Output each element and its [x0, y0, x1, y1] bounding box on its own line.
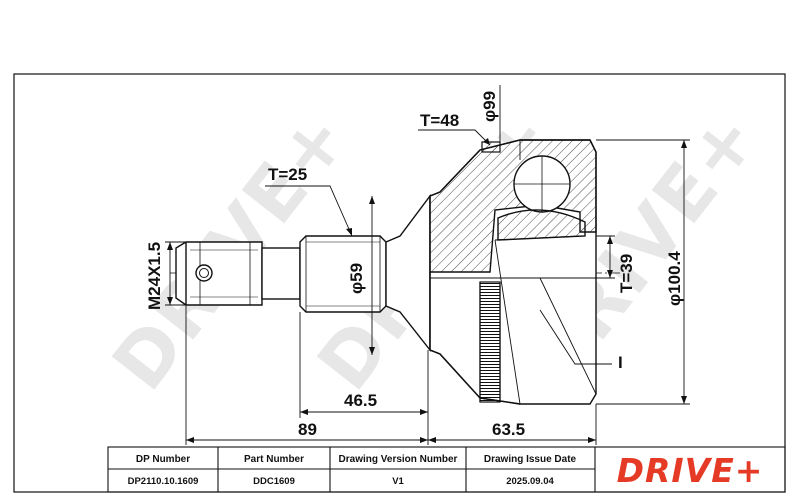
tb-header-part-number: Part Number — [244, 454, 304, 465]
brand-logo: DRIVE+ — [617, 451, 764, 490]
dim-marker-i: I — [618, 353, 623, 372]
tb-value-dp-number: DP2110.10.1609 — [128, 476, 199, 487]
dim-t48: T=48 — [420, 111, 459, 130]
cotter-hole — [195, 264, 213, 282]
ball-cage — [497, 155, 586, 241]
abs-ring — [479, 281, 501, 403]
dim-d59: φ59 — [347, 263, 366, 294]
top-nub — [481, 141, 501, 153]
dim-d100-4: φ100.4 — [665, 251, 684, 306]
dim-89: 89 — [298, 420, 317, 439]
dim-46-5: 46.5 — [344, 391, 377, 410]
outer-housing — [429, 139, 597, 405]
dim-d99: φ99 — [480, 91, 499, 122]
tb-value-issue-date: 2025.09.04 — [506, 476, 554, 487]
threaded-stub — [175, 241, 301, 306]
dimension-lines — [165, 85, 690, 445]
tb-header-version: Drawing Version Number — [339, 454, 458, 465]
dim-t25: T=25 — [268, 165, 307, 184]
tb-header-issue-date: Drawing Issue Date — [484, 454, 577, 465]
splined-shaft — [299, 235, 387, 313]
dim-thread: M24X1.5 — [145, 242, 164, 310]
dim-63-5: 63.5 — [492, 420, 525, 439]
dim-t39: T=39 — [617, 254, 636, 293]
arrowheads — [167, 138, 687, 443]
tb-value-version: V1 — [392, 476, 404, 487]
title-block — [107, 446, 786, 493]
tb-header-dp-number: DP Number — [136, 454, 190, 465]
tb-value-part-number: DDC1609 — [253, 476, 295, 487]
